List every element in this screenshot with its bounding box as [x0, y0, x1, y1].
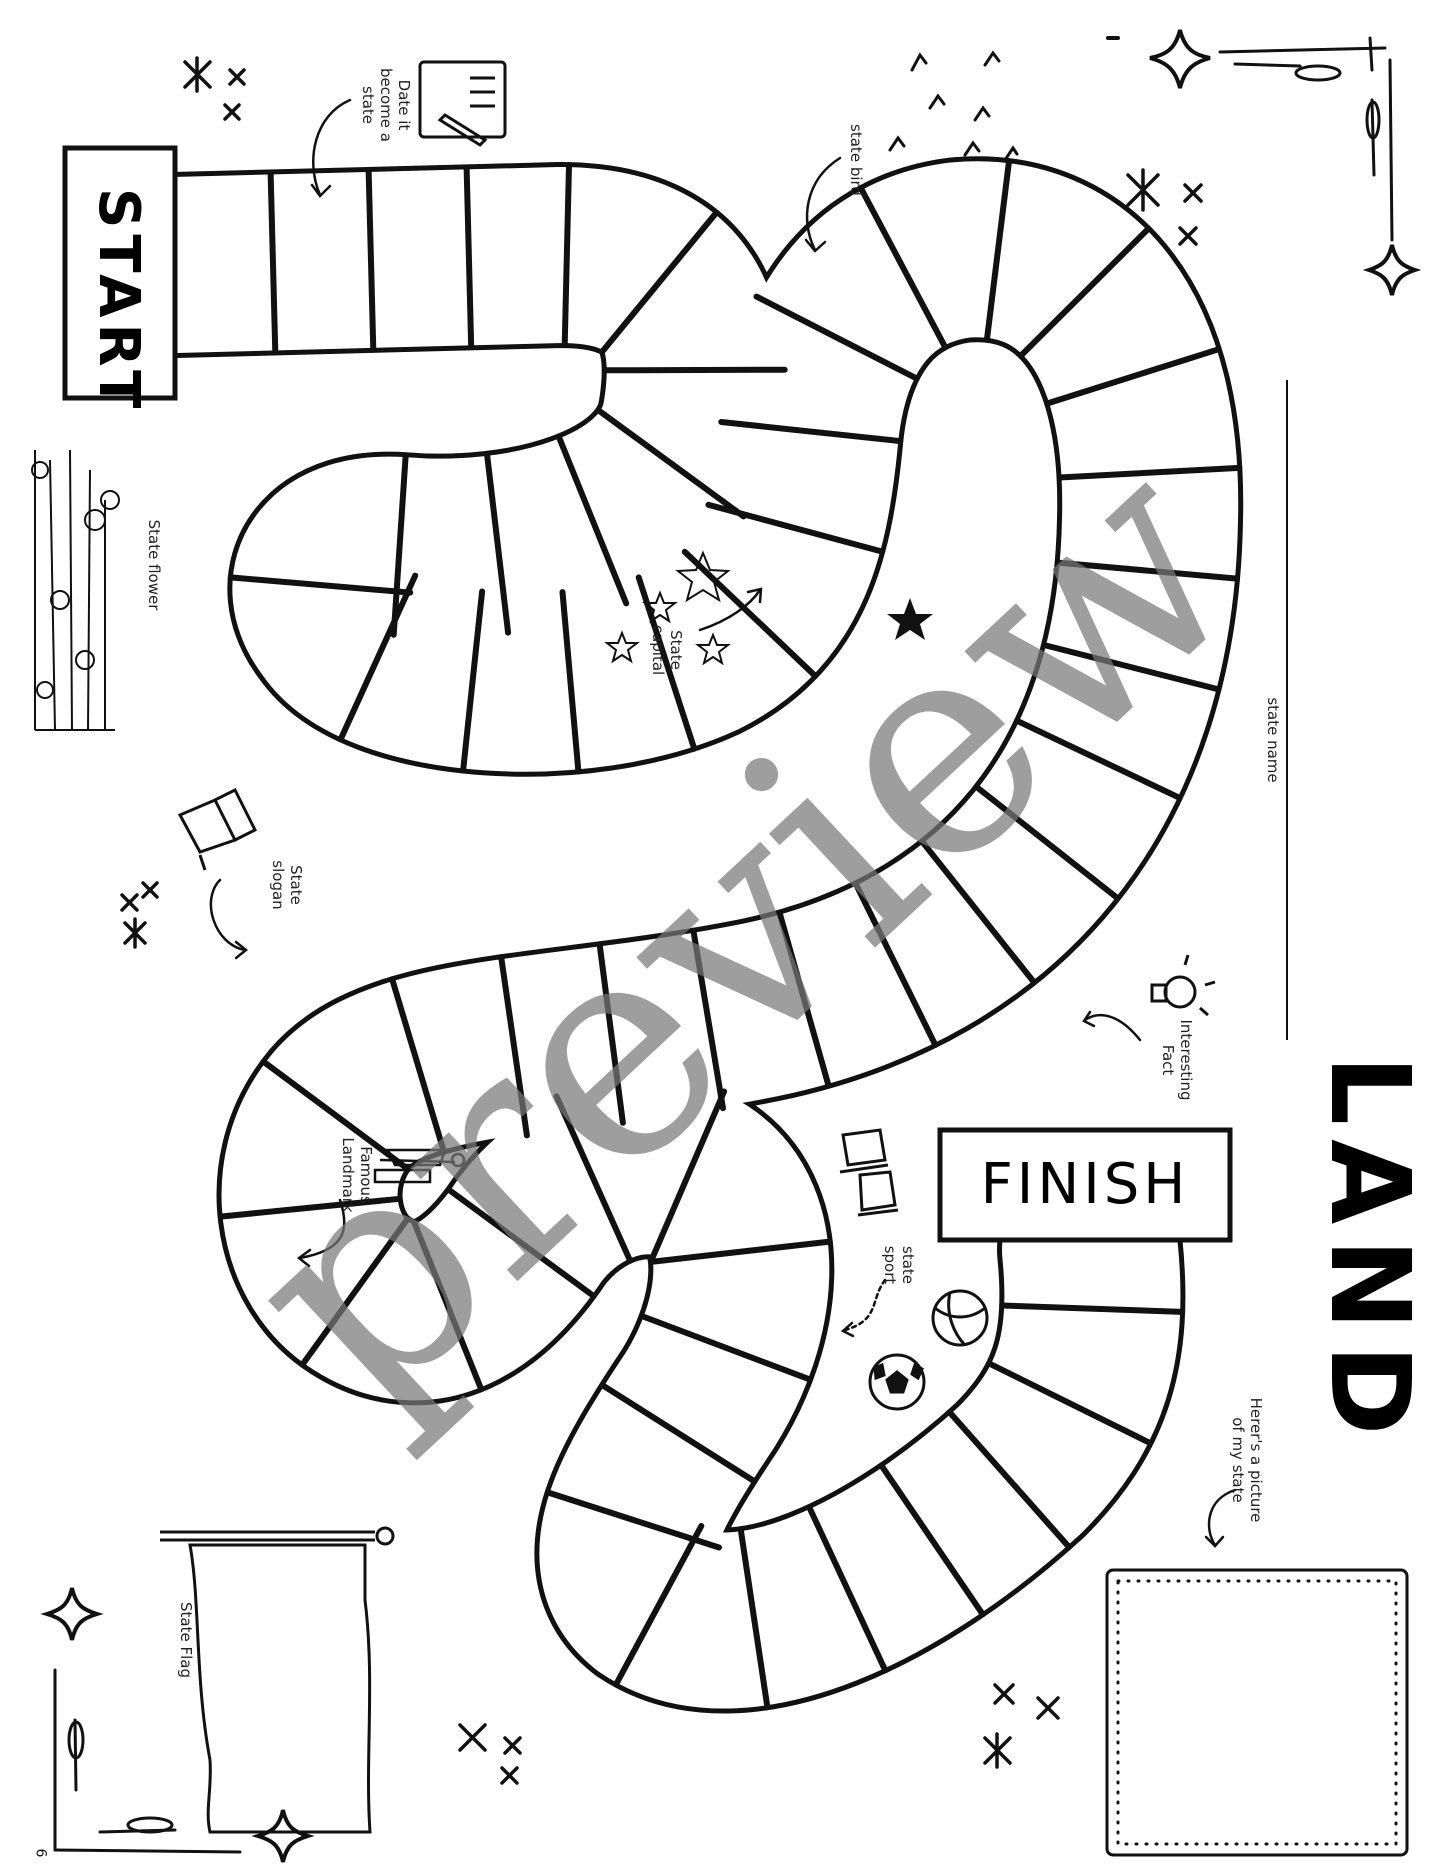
board-space-divider [613, 1523, 705, 1688]
board-space-divider [983, 158, 1012, 343]
board-space-divider [690, 927, 726, 1112]
board-space-divider [986, 1360, 1154, 1447]
label-state-flag: State Flag [177, 1602, 195, 1678]
bird-icon [888, 50, 1019, 162]
corner-ornament-bottom-left [53, 1668, 242, 1854]
board-path-inner [87, 161, 1239, 1709]
board-space-divider [647, 1238, 833, 1265]
finish-sign [937, 1127, 1233, 1243]
board-space-divider [596, 941, 626, 1126]
label-state-name: state name [1264, 697, 1282, 783]
board-space-divider [337, 572, 419, 743]
board-space-divider [857, 185, 949, 351]
board-space-divider [649, 1088, 728, 1260]
basketball-icon [931, 1289, 989, 1347]
board-space-divider [946, 1409, 1072, 1550]
ice-skate-icon [839, 1128, 899, 1217]
start-label: START [86, 188, 151, 415]
label-state-bird: state bird [847, 124, 865, 196]
pointer-arrows [209, 98, 1237, 1548]
board-space-divider [601, 366, 788, 374]
sparkle-icon [40, 29, 1422, 1863]
board-space-divider [498, 954, 530, 1139]
board-space-divider [559, 589, 582, 775]
board-space-divider [737, 1526, 771, 1711]
board-space-divider [555, 433, 630, 607]
megaphone-icon [177, 787, 258, 871]
board-space-divider [681, 548, 819, 679]
star-icon [887, 598, 933, 640]
label-state-flower: State flower [145, 519, 163, 611]
board-space-divider [260, 1058, 411, 1173]
label-date-statehood: Date it become a state [359, 68, 413, 142]
board-space-divider [718, 419, 904, 445]
picture-frame [1105, 1568, 1409, 1857]
flag-icon [160, 1526, 395, 1834]
picture-frame-dots [1116, 1579, 1398, 1846]
board-space-divider [1017, 225, 1152, 359]
board-space-divider [1054, 559, 1240, 582]
board-space-divider [1044, 346, 1222, 407]
board-space-divider [776, 909, 832, 1089]
sparkle-icon [120, 56, 1203, 1785]
board-space-divider [217, 1195, 403, 1220]
board-space-divider [227, 574, 414, 596]
board-space-divider [484, 450, 512, 636]
board-space-divider [267, 169, 279, 356]
flower-icon [31, 449, 120, 731]
board-space-divider [878, 1462, 986, 1618]
board-space-divider [445, 1186, 597, 1299]
board-space-divider [638, 1313, 814, 1383]
board-space-divider [553, 1093, 634, 1264]
board-space-divider [705, 501, 886, 555]
board-space-divider [1041, 642, 1222, 693]
board-space-divider [561, 162, 572, 349]
document-pen-icon [418, 60, 507, 147]
soccer-ball-icon [868, 1353, 926, 1411]
page-number: 6 [32, 1848, 49, 1858]
lightbulb-icon [1150, 954, 1216, 1017]
label-state-capital: State capital [649, 624, 685, 676]
board-space-divider [806, 1504, 889, 1674]
board-space-divider [299, 1215, 411, 1368]
land-title: LAND [1306, 1055, 1434, 1450]
board-space-divider [999, 1302, 1186, 1315]
start-sign [62, 145, 178, 401]
label-state-picture: Herer's a picture of my state [1229, 1397, 1265, 1523]
board-space-divider [1014, 717, 1183, 801]
board-space-divider [919, 838, 1038, 986]
star-icon [604, 550, 731, 666]
board-space-divider [411, 1219, 485, 1393]
board-space-divider [753, 293, 920, 382]
board-space-divider [544, 1489, 722, 1551]
board-space-divider [463, 164, 475, 351]
board-space-divider [852, 880, 939, 1048]
finish-label: FINISH [980, 1152, 1190, 1217]
board-space-divider [1056, 464, 1243, 481]
board-space-divider [599, 1382, 758, 1485]
board-space-divider [595, 407, 747, 520]
label-interesting-fact: Interesting Fact [1159, 1019, 1195, 1101]
label-state-sport: state sport [881, 1245, 917, 1285]
board-space-divider [973, 783, 1121, 902]
board-space-divider [460, 588, 486, 774]
corner-ornament-top-right [1218, 36, 1394, 242]
board-space-divider [599, 209, 720, 355]
statue-of-liberty-icon [373, 1148, 466, 1184]
board-space-divider [365, 166, 377, 353]
label-state-slogan: State slogan [269, 860, 305, 910]
board-space-divider [389, 976, 447, 1155]
board-space-divider [390, 452, 409, 638]
